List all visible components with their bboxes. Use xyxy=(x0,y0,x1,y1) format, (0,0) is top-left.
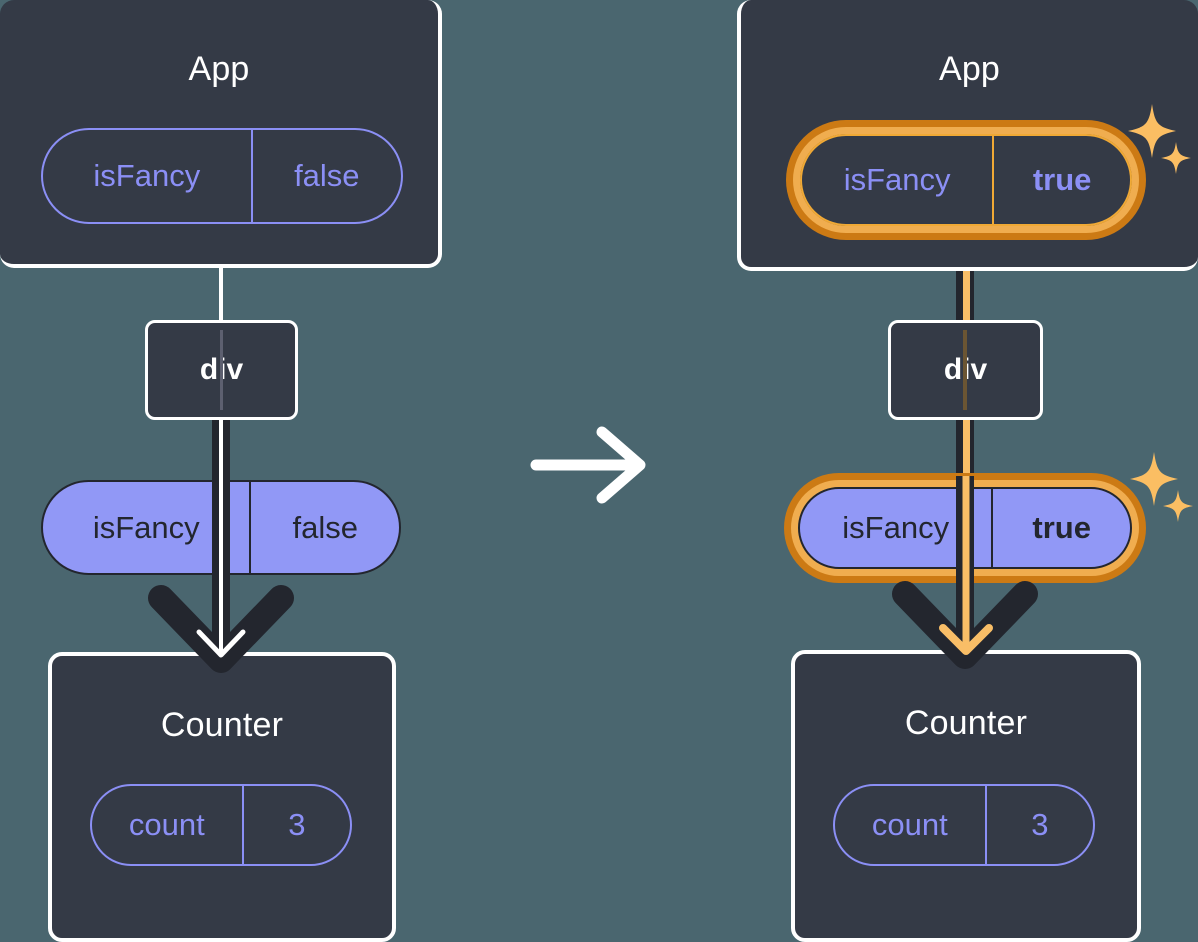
connector-through-div-after xyxy=(963,330,967,410)
prop-pill-key: isFancy xyxy=(92,509,200,545)
arrow-pill-to-counter-after xyxy=(892,476,1038,669)
sparkle-icon-app xyxy=(1128,104,1191,174)
connector-through-div-before xyxy=(220,330,223,410)
counter-state-pill-before[interactable]: count 3 xyxy=(90,784,352,866)
connector-div-to-pill-inner-before xyxy=(219,418,223,486)
counter-node-title: Counter xyxy=(160,706,284,744)
prop-pill-key: isFancy xyxy=(842,510,950,545)
prop-pill-value: false xyxy=(249,482,399,573)
counter-node-title: Counter xyxy=(904,704,1028,742)
arrow-pill-to-counter-before xyxy=(148,475,294,673)
connector-div-to-pill-inner-after xyxy=(963,418,970,486)
app-state-pill-value: false xyxy=(250,130,401,222)
counter-state-pill-value: 3 xyxy=(984,786,1093,864)
transition-arrow-icon xyxy=(530,426,646,504)
counter-state-pill-value: 3 xyxy=(241,786,350,864)
connector-app-to-div-before xyxy=(219,265,223,322)
sparkle-icon-prop xyxy=(1130,452,1193,522)
app-state-pill-after[interactable]: isFancy true xyxy=(800,134,1132,226)
counter-state-pill-key: count xyxy=(128,807,205,842)
app-node-title: App xyxy=(938,50,1001,88)
prop-pill-value: true xyxy=(991,489,1130,567)
counter-state-pill-key: count xyxy=(871,807,948,842)
app-state-pill-key: isFancy xyxy=(93,158,201,193)
app-state-pill-key: isFancy xyxy=(843,162,951,197)
app-node-title: App xyxy=(188,50,250,88)
app-state-pill-before[interactable]: isFancy false xyxy=(41,128,403,224)
counter-state-pill-after[interactable]: count 3 xyxy=(833,784,1095,866)
app-state-pill-value: true xyxy=(992,136,1130,224)
